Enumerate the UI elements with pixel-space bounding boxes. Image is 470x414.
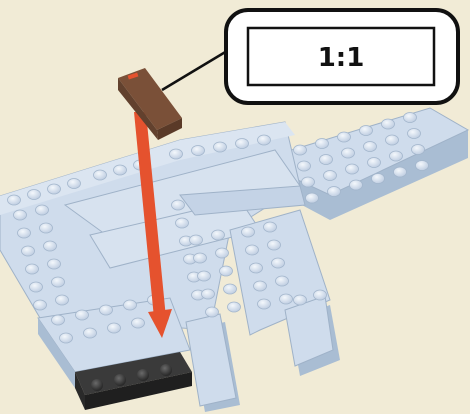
stud <box>36 205 49 215</box>
stud <box>214 142 227 152</box>
stud <box>254 281 267 291</box>
stud <box>124 300 137 310</box>
stud <box>76 310 89 320</box>
stud <box>316 139 329 149</box>
callout-label: 1:1 <box>318 43 365 73</box>
stud <box>56 295 69 305</box>
stud <box>26 264 39 274</box>
stud <box>100 305 113 315</box>
stud <box>294 295 307 305</box>
stud <box>416 161 429 171</box>
stud <box>22 246 35 256</box>
stud <box>224 284 237 294</box>
stud <box>216 248 229 258</box>
stud <box>246 245 259 255</box>
stud <box>114 165 127 175</box>
stud <box>372 174 385 184</box>
stud <box>28 190 41 200</box>
stud <box>250 263 263 273</box>
stud <box>48 184 61 194</box>
stud <box>314 290 327 300</box>
stud <box>350 180 363 190</box>
stud <box>192 146 205 156</box>
stud <box>52 315 65 325</box>
stud <box>320 155 333 165</box>
stud <box>342 148 355 158</box>
stud <box>34 300 47 310</box>
stud <box>176 218 189 228</box>
callout-box: 1:1 <box>226 10 458 103</box>
stud <box>212 230 225 240</box>
stud <box>202 289 215 299</box>
stud <box>94 170 107 180</box>
stud <box>302 177 315 187</box>
stud <box>236 139 249 149</box>
stud <box>8 195 21 205</box>
stud <box>198 271 211 281</box>
stud <box>298 161 311 171</box>
stud <box>390 151 403 161</box>
stud <box>360 126 373 136</box>
stud <box>44 241 57 251</box>
stud <box>242 227 255 237</box>
stud <box>220 266 233 276</box>
stud <box>368 158 381 168</box>
stud <box>190 235 203 245</box>
stud <box>306 193 319 203</box>
stud <box>408 129 421 139</box>
stud <box>294 145 307 155</box>
stud <box>268 240 281 250</box>
stud <box>40 223 53 233</box>
stud <box>258 299 271 309</box>
stud <box>364 142 377 152</box>
stud <box>228 302 241 312</box>
stud <box>324 171 337 181</box>
stud <box>280 294 293 304</box>
stud <box>52 277 65 287</box>
stud <box>412 145 425 155</box>
stud <box>132 318 145 328</box>
stud <box>30 282 43 292</box>
stud <box>386 135 399 145</box>
stud <box>18 228 31 238</box>
stud <box>276 276 289 286</box>
stud <box>84 328 97 338</box>
stud <box>172 200 185 210</box>
stud <box>108 323 121 333</box>
stud <box>206 307 219 317</box>
stud <box>60 333 73 343</box>
stud <box>394 167 407 177</box>
stud <box>404 113 417 123</box>
stud <box>48 259 61 269</box>
stud <box>258 135 271 145</box>
stud <box>170 149 183 159</box>
stud <box>194 253 207 263</box>
stud <box>264 222 277 232</box>
stud <box>338 132 351 142</box>
stud <box>14 210 27 220</box>
stud <box>68 179 81 189</box>
stud <box>382 119 395 129</box>
stud <box>328 187 341 197</box>
stud <box>346 164 359 174</box>
stud <box>272 258 285 268</box>
